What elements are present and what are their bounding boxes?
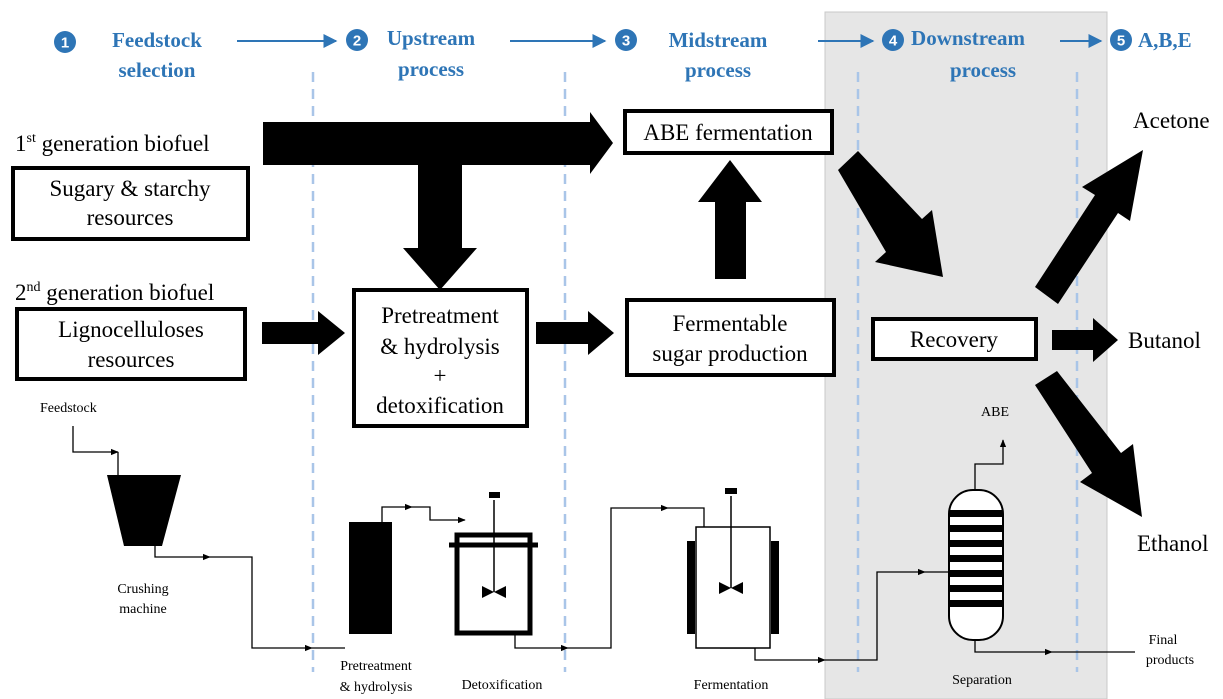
to-column-line <box>825 568 926 661</box>
column-top-line <box>974 439 1007 490</box>
butanol-label: Butanol <box>1128 328 1201 353</box>
crusher-to-pretreatment-line <box>210 556 313 652</box>
pretreatment-label-2: & hydrolysis <box>380 334 500 359</box>
fermenter-to-separation-line <box>720 647 826 664</box>
fermentation-label: Fermentation <box>694 678 769 693</box>
stage-subtitle: selection <box>119 58 196 82</box>
crusher-outlet-line <box>154 545 211 561</box>
stage-number-badge <box>54 31 76 53</box>
pretreatment-equipment-label: Pretreatment <box>340 659 412 674</box>
acetone-label: Acetone <box>1133 108 1210 133</box>
recovery-label: Recovery <box>910 327 999 352</box>
sugar-to-abe-arrow <box>698 160 762 279</box>
fermentable-sugar-box <box>625 298 836 377</box>
recovery-to-butanol-arrow <box>1052 318 1118 362</box>
pretreatment-label-4: detoxification <box>376 393 504 418</box>
separation-column-icon <box>948 489 1004 641</box>
fermenter-inlet-line <box>668 507 705 527</box>
final-products-label: Final <box>1149 633 1178 648</box>
abe-to-recovery-arrow <box>838 151 943 277</box>
pretreatment-top-line <box>381 503 413 522</box>
detox-to-fermenter-line <box>568 504 669 649</box>
final-products-label-2: products <box>1146 653 1194 668</box>
stage-number: 1 <box>61 35 69 52</box>
abe-fermentation-box <box>623 109 834 155</box>
lignocellulose-label: Lignocelluloses <box>58 317 204 342</box>
stage-subtitle: process <box>950 58 1016 82</box>
stage-title: Downstream <box>911 26 1025 50</box>
stage-number-badge <box>346 29 368 51</box>
stage-number-badge <box>882 29 904 51</box>
stage-number-badge <box>615 29 637 51</box>
stage-number: 2 <box>353 33 361 50</box>
pretreatment-label: Pretreatment <box>381 303 499 328</box>
fermentable-sugar-label: Fermentable <box>673 311 788 336</box>
lignocellulose-box <box>15 307 247 381</box>
crushing-label: Crushing <box>117 582 168 597</box>
crushing-label-2: machine <box>119 602 166 617</box>
recovery-to-ethanol-arrow <box>1035 371 1142 517</box>
lignocellulose-label-2: resources <box>88 347 175 372</box>
stage-subtitle: process <box>398 57 464 81</box>
pretreatment-reactor-icon <box>349 522 392 634</box>
pretreatment-label-3: + <box>434 363 447 388</box>
stage-number: 5 <box>1117 33 1125 50</box>
down-to-pretreatment-arrow <box>403 165 477 290</box>
detoxification-label: Detoxification <box>462 678 543 693</box>
stage-number: 4 <box>889 33 898 50</box>
stage-title: Midstream <box>669 28 768 52</box>
abe-fermentation-label: ABE fermentation <box>643 120 813 145</box>
abe-output-label: ABE <box>981 405 1009 420</box>
sugary-starchy-label-2: resources <box>87 205 174 230</box>
crushing-machine-icon <box>107 475 181 546</box>
stage-title: Upstream <box>387 26 476 50</box>
second-generation-label: 2nd generation biofuel <box>15 280 214 305</box>
to-detox-line <box>412 506 466 524</box>
stage-title: A,B,E <box>1138 28 1192 52</box>
column-bottom-line <box>974 640 1053 656</box>
first-generation-label: 1st generation biofuel <box>15 131 210 156</box>
pretreatment-to-sugar-arrow <box>536 311 614 355</box>
detoxification-tank-icon <box>449 492 538 636</box>
ethanol-label: Ethanol <box>1137 531 1209 556</box>
fermentable-sugar-label-2: sugar production <box>652 341 808 366</box>
feedstock-label: Feedstock <box>40 401 97 416</box>
sugary-starchy-box <box>11 166 250 241</box>
stage-header: 1 Feedstock selection 2 Upstream process… <box>54 26 1192 82</box>
stage-subtitle: process <box>685 58 751 82</box>
pretreatment-box <box>352 288 529 428</box>
fermenter-icon <box>687 488 779 649</box>
ligno-to-pretreatment-arrow <box>262 311 345 355</box>
feedstock-line <box>72 426 119 456</box>
first-gen-to-abe-arrow <box>263 112 613 174</box>
stage-number-badge <box>1110 29 1132 51</box>
pretreatment-equipment-label-2: & hydrolysis <box>340 680 413 695</box>
stage-title: Feedstock <box>112 28 202 52</box>
detox-outlet-line <box>514 633 569 652</box>
stage-number: 3 <box>622 33 630 50</box>
sugary-starchy-label: Sugary & starchy <box>50 176 211 201</box>
recovery-to-acetone-arrow <box>1035 150 1143 304</box>
separation-label: Separation <box>952 673 1012 688</box>
recovery-box <box>871 317 1038 361</box>
